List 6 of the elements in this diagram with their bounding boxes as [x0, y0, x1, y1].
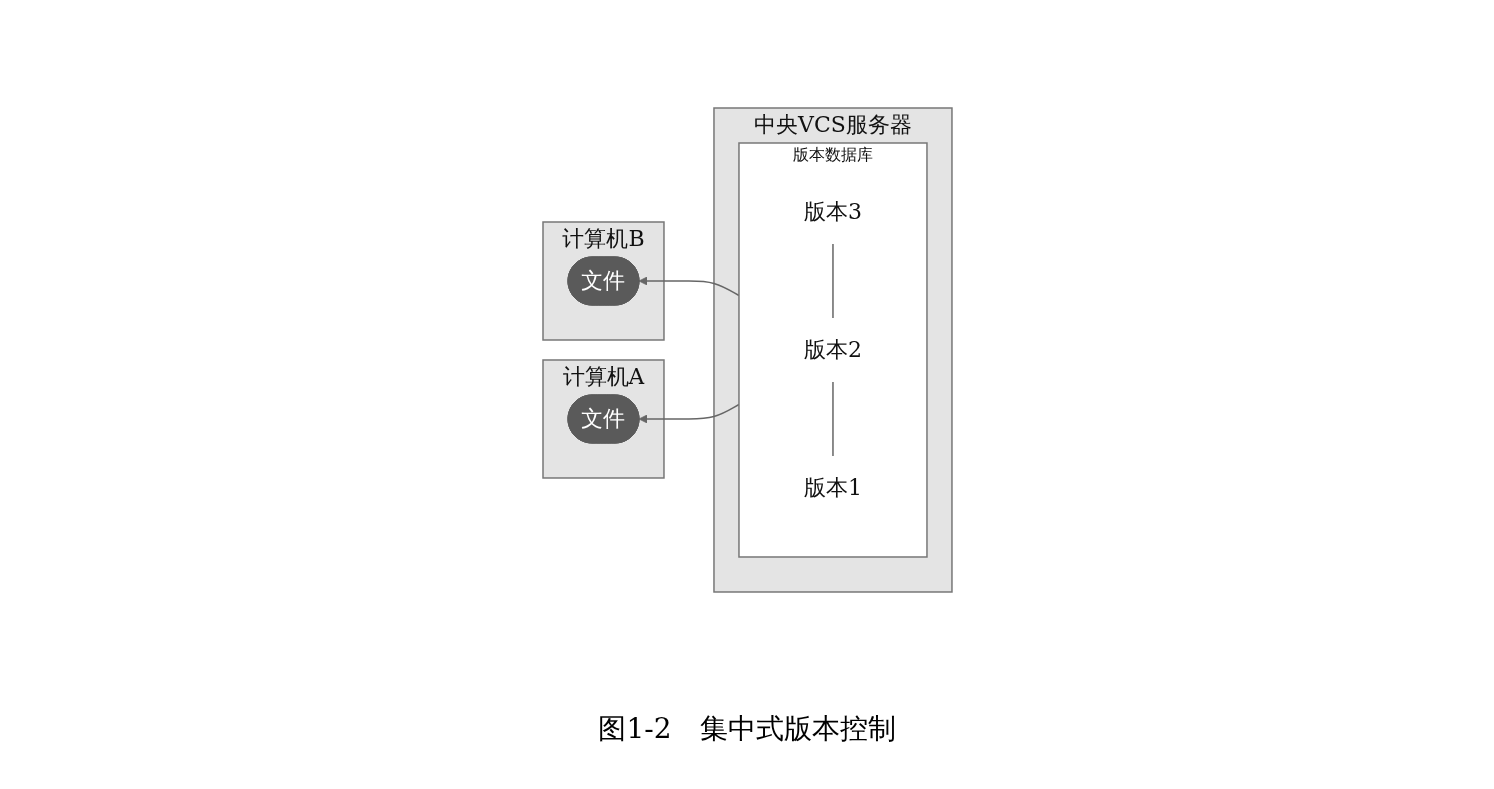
- node-text: 版本1: [803, 475, 862, 501]
- node-text: 版本3: [803, 199, 862, 225]
- connector: [831, 242, 834, 320]
- node-text: 版本2: [803, 337, 862, 363]
- figure-caption: 图1-2 集中式版本控制: [598, 711, 896, 747]
- connector: [831, 380, 834, 458]
